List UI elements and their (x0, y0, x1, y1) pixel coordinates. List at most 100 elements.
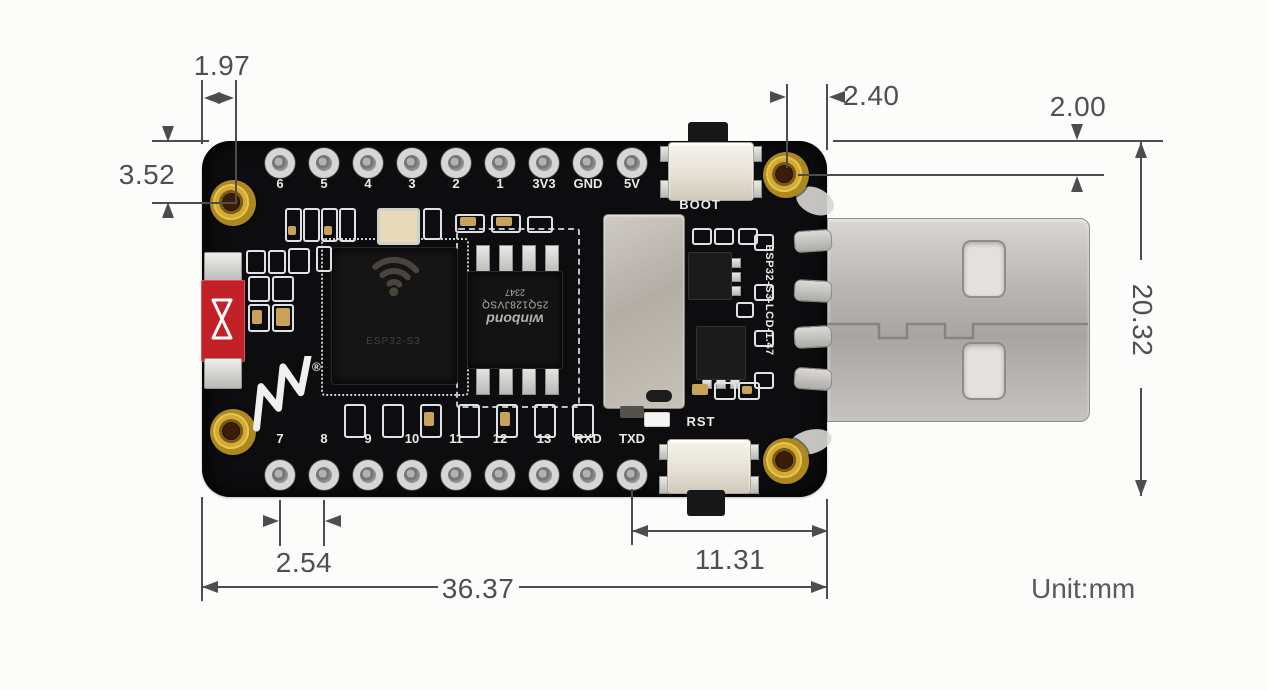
boot-button (668, 142, 754, 201)
registered-mark: ® (312, 360, 321, 374)
reset-button (667, 439, 751, 494)
smd-pad (458, 404, 480, 438)
dimension-line (786, 84, 788, 168)
pin-hole (573, 148, 603, 178)
pin-hole (485, 460, 515, 490)
arrowhead (770, 91, 786, 103)
smd-pad (344, 404, 366, 438)
ic-component (696, 326, 746, 380)
tf-card-opening (646, 390, 672, 402)
usb-solder-pad (793, 279, 833, 303)
pin-hole (353, 148, 383, 178)
dimension-line (1140, 142, 1142, 260)
smd-pad (496, 404, 518, 438)
dim-board-height: 20.32 (1127, 283, 1158, 357)
dimension-line (833, 140, 1163, 142)
dimension-line (826, 499, 828, 599)
pin-hole (309, 148, 339, 178)
smd-capacitor (742, 386, 752, 394)
smd-resistor (324, 226, 332, 235)
flash-date-code: 2347 (504, 287, 526, 298)
flash-part: 25Q128JVSQ (481, 298, 549, 310)
smd-pad (754, 372, 774, 389)
boot-label: BOOT (679, 197, 721, 212)
arrowhead (263, 515, 279, 527)
smd-pad (268, 250, 286, 274)
red-component-marking (211, 298, 233, 340)
smd-pad (736, 302, 754, 318)
dimension-line (235, 80, 237, 204)
flash-pin (522, 365, 536, 395)
pin-label: 3 (408, 176, 416, 191)
smd-pad (491, 214, 521, 233)
smd-pad (754, 330, 774, 347)
pin-label: RXD (574, 431, 602, 446)
pin-label: 2 (452, 176, 460, 191)
smd-pad (272, 304, 294, 332)
usb-solder-pad (793, 366, 833, 392)
pin-hole (529, 148, 559, 178)
pin-hole (265, 460, 295, 490)
smd-pad (572, 404, 594, 438)
arrowhead (1071, 124, 1083, 140)
smd-pad (754, 234, 774, 251)
dim-pin-pitch: 2.54 (275, 547, 333, 578)
smd-resistor (500, 412, 510, 426)
smd-pad (420, 404, 442, 438)
smd-pad (714, 228, 734, 245)
pin-hole (309, 460, 339, 490)
arrowhead (204, 92, 220, 104)
model-silkscreen: ESP32-S3-LCD-1.47 (763, 244, 775, 356)
smd-pad (303, 208, 320, 242)
dim-hole-inset-y-left: 3.52 (118, 159, 176, 190)
pin-hole (441, 148, 471, 178)
mount-hole-bottom-right (763, 438, 809, 484)
ic-leg (731, 258, 741, 268)
dimension-line (279, 500, 281, 546)
arrowhead (325, 515, 341, 527)
smd-pad (321, 208, 338, 242)
smd-pad (738, 228, 758, 245)
pin-hole (353, 460, 383, 490)
pin-label: 6 (276, 176, 284, 191)
smd-resistor (460, 217, 476, 226)
pin-label: 5 (320, 176, 328, 191)
smd-pad (714, 382, 736, 400)
arrowhead (812, 525, 828, 537)
arrowhead (1071, 176, 1083, 192)
usb-a-connector (827, 218, 1090, 422)
dim-board-length: 36.37 (441, 573, 515, 604)
smd-pad (423, 208, 442, 240)
pin-hole (397, 148, 427, 178)
ic-leg (731, 286, 741, 296)
smd-pad (248, 276, 270, 302)
mount-hole-bottom-left (210, 409, 256, 455)
pin-hole (617, 148, 647, 178)
flash-pin (545, 365, 559, 395)
dim-hole-inset-y-right: 2.00 (1049, 91, 1107, 122)
smd-pad (285, 208, 302, 242)
dimension-line (631, 489, 633, 545)
usb-solder-pad (793, 325, 833, 349)
pin-label: 8 (320, 431, 328, 446)
pin-hole (573, 460, 603, 490)
smd-capacitor (252, 310, 262, 324)
smd-pad (288, 248, 310, 274)
smd-resistor (288, 226, 296, 235)
usb-shell-hole (962, 240, 1006, 298)
pin-label: GND (573, 176, 603, 191)
reset-switch-actuator (687, 490, 725, 516)
pin-label: 9 (364, 431, 372, 446)
smd-pad (534, 404, 556, 438)
flash-marking: winbond 25Q128JVSQ 2347 (471, 286, 559, 327)
dimension-line (826, 84, 828, 150)
led-component (644, 412, 670, 427)
dim-txd-to-edge: 11.31 (694, 544, 766, 575)
usb-shell-seam (827, 322, 1088, 340)
usb-solder-pad (793, 228, 833, 254)
rst-label: RST (686, 414, 716, 429)
pin-label: 5V (624, 176, 640, 191)
arrowhead (829, 91, 845, 103)
smd-resistor (496, 217, 512, 226)
